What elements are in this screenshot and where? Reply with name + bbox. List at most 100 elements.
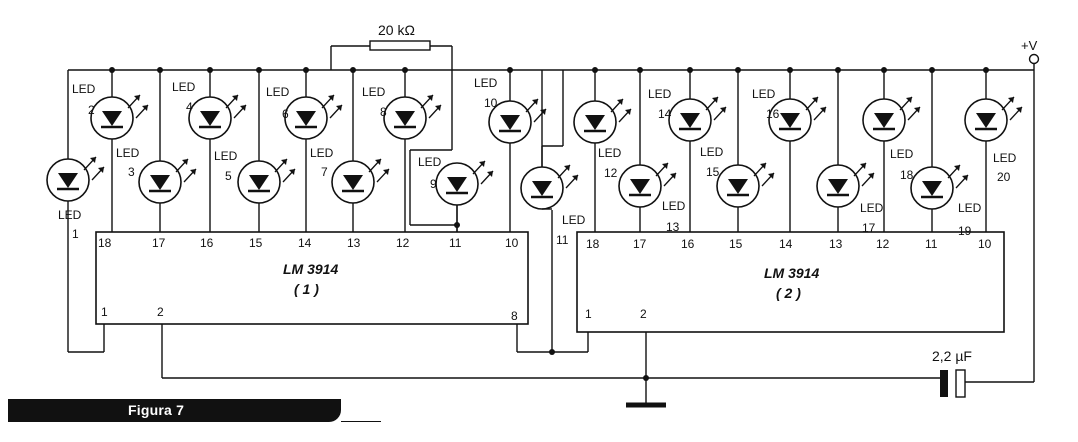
arrow-head	[812, 97, 818, 103]
junction-dot	[929, 67, 935, 73]
chip1-pin-label: 10	[505, 236, 519, 250]
arrow-head	[662, 163, 668, 169]
led-number: 5	[225, 169, 232, 183]
chip2-pin-label: 13	[829, 237, 843, 251]
diode-triangle	[780, 113, 800, 128]
led-13: LED 13	[618, 67, 686, 234]
led-word: LED	[116, 146, 140, 160]
led-word: LED	[700, 145, 724, 159]
chip1-pin-label: 18	[98, 236, 112, 250]
led-18: LED 18	[862, 67, 921, 232]
led-number: 20	[997, 170, 1011, 184]
chip1-pin-label: 17	[152, 236, 166, 250]
arrow-head	[240, 105, 246, 111]
resistor-label: 20 kΩ	[378, 22, 415, 38]
capacitor-label: 2,2 µF	[932, 348, 972, 364]
chip1-pin-label: 12	[396, 236, 410, 250]
junction-dot	[735, 67, 741, 73]
arrow-head	[564, 165, 570, 171]
junction-dot	[402, 67, 408, 73]
arrow-head	[962, 175, 968, 181]
junction-dot	[592, 67, 598, 73]
chip-2-name: LM 3914	[764, 265, 819, 281]
junction-dot	[983, 67, 989, 73]
led-number: 13	[666, 220, 680, 234]
junction-dot	[157, 67, 163, 73]
junction-dot	[207, 67, 213, 73]
arrow-head	[532, 99, 538, 105]
chip2-pin-label: 11	[925, 237, 938, 251]
led-word: LED	[58, 208, 82, 222]
arrow-head	[336, 105, 342, 111]
figure-rule	[341, 421, 381, 422]
led-word: LED	[562, 213, 586, 227]
led-number: 4	[186, 100, 193, 114]
led-2: LED 2	[72, 67, 149, 232]
led-12: LED 12	[573, 67, 632, 232]
diode-triangle	[58, 173, 78, 188]
chip-1-index: ( 1 )	[294, 281, 319, 297]
diode-triangle	[395, 111, 415, 126]
chip1-pin-label: 11	[449, 236, 462, 250]
chip2-pin-label: 10	[978, 237, 992, 251]
arrow-head	[281, 159, 287, 165]
led-number: 18	[900, 168, 914, 182]
arrow-head	[625, 109, 631, 115]
arrow-head	[1016, 107, 1022, 113]
chip2-pin-label: 18	[586, 237, 600, 251]
arrow-head	[906, 97, 912, 103]
diode-triangle	[500, 115, 520, 130]
led-number: 10	[484, 96, 498, 110]
arrow-head	[90, 157, 96, 163]
arrow-head	[914, 107, 920, 113]
diode-triangle	[296, 111, 316, 126]
junction-dot	[637, 67, 643, 73]
chip2-pin-label: 15	[729, 237, 743, 251]
led-15: LED 15	[700, 67, 775, 232]
led-word: LED	[958, 201, 982, 215]
chip-2-index: ( 2 )	[776, 285, 801, 301]
junction-dot	[109, 67, 115, 73]
led-word: LED	[662, 199, 686, 213]
diode-triangle	[874, 113, 894, 128]
arrow-head	[98, 167, 104, 173]
led-number: 17	[862, 221, 876, 235]
bottom-wiring: 2,2 µF	[67, 198, 1034, 408]
led-word: LED	[752, 87, 776, 101]
led-word: LED	[598, 146, 622, 160]
junction-dot	[507, 67, 513, 73]
led-word: LED	[474, 76, 498, 90]
chip2-pin-label: 1	[585, 307, 592, 321]
arrow-head	[375, 159, 381, 165]
diode-triangle	[680, 113, 700, 128]
led-number: 3	[128, 165, 135, 179]
diode-triangle	[532, 181, 552, 196]
chip1-pin-label: 13	[347, 236, 361, 250]
led-word: LED	[266, 85, 290, 99]
led-word: LED	[993, 151, 1017, 165]
figure-banner	[8, 399, 341, 422]
junction-dot	[643, 375, 649, 381]
junction-dot	[687, 67, 693, 73]
arrow-head	[760, 163, 766, 169]
led-5: LED 5	[214, 67, 296, 232]
led-word: LED	[418, 155, 442, 169]
led-word: LED	[890, 147, 914, 161]
arrow-head	[232, 95, 238, 101]
arrow-head	[1008, 97, 1014, 103]
diode-triangle	[102, 111, 122, 126]
arrow-head	[182, 159, 188, 165]
led-number: 12	[604, 166, 618, 180]
led-number: 15	[706, 165, 720, 179]
diode-triangle	[249, 175, 269, 190]
chip-1-name: LM 3914	[283, 261, 338, 277]
arrow-head	[383, 169, 389, 175]
arrow-head	[427, 95, 433, 101]
led-number: 2	[88, 103, 95, 117]
led-word: LED	[362, 85, 386, 99]
chip-lm3914-2: LM 3914 ( 2 )	[576, 231, 1005, 333]
